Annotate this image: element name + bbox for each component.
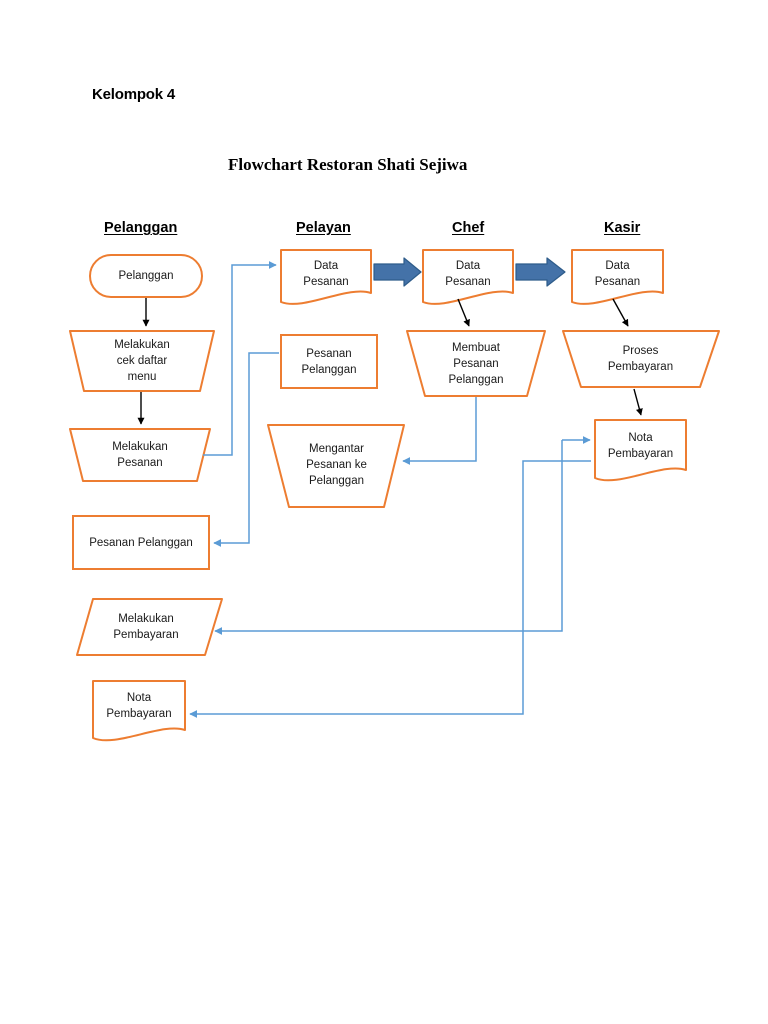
lane-header-pelayan: Pelayan bbox=[296, 220, 351, 236]
edge-melakukan-pesanan-to-pelayan-data bbox=[203, 261, 277, 456]
shape-pelanggan-cek-menu bbox=[69, 330, 215, 392]
edge-kasir-nota-to-pelanggan-nota bbox=[189, 460, 591, 718]
lane-header-pelanggan: Pelanggan bbox=[104, 220, 178, 236]
edge-kasir-proses-to-nota bbox=[633, 388, 643, 416]
block-arrow-chef-to-kasir bbox=[515, 257, 566, 287]
shape-pelanggan-melakukan-pembayaran bbox=[76, 598, 223, 656]
shape-pelanggan-nota-pembayaran bbox=[92, 680, 186, 742]
shape-pelanggan-start bbox=[89, 254, 203, 298]
shape-kasir-data-pesanan bbox=[571, 249, 664, 305]
document-heading: Kelompok 4 bbox=[92, 86, 176, 103]
lane-header-chef: Chef bbox=[452, 220, 485, 236]
edge-pelayan-pesanan-to-pelanggan-pesanan bbox=[213, 352, 279, 547]
shape-pelayan-pesanan-pelanggan bbox=[280, 334, 378, 389]
shape-pelanggan-pesanan-pelanggan bbox=[72, 515, 210, 570]
block-arrow-pelayan-to-chef bbox=[373, 257, 422, 287]
edge-kasir-data-to-proses bbox=[612, 298, 629, 327]
shape-chef-data-pesanan bbox=[422, 249, 514, 305]
chart-title: Flowchart Restoran Shati Sejiwa bbox=[228, 155, 468, 174]
shape-pelayan-mengantar-pesanan bbox=[267, 424, 405, 508]
shape-kasir-nota-pembayaran bbox=[594, 419, 687, 482]
shape-pelayan-data-pesanan bbox=[280, 249, 372, 305]
lane-header-kasir: Kasir bbox=[604, 220, 641, 236]
edge-chef-membuat-to-mengantar bbox=[402, 397, 477, 465]
shape-pelanggan-melakukan-pesanan bbox=[69, 428, 211, 482]
shape-kasir-proses-pembayaran bbox=[562, 330, 720, 388]
edge-chef-data-to-membuat bbox=[457, 298, 470, 327]
shape-chef-membuat-pesanan bbox=[406, 330, 546, 397]
edge-kasir-nota-to-melakukan-pembayaran bbox=[214, 440, 563, 635]
